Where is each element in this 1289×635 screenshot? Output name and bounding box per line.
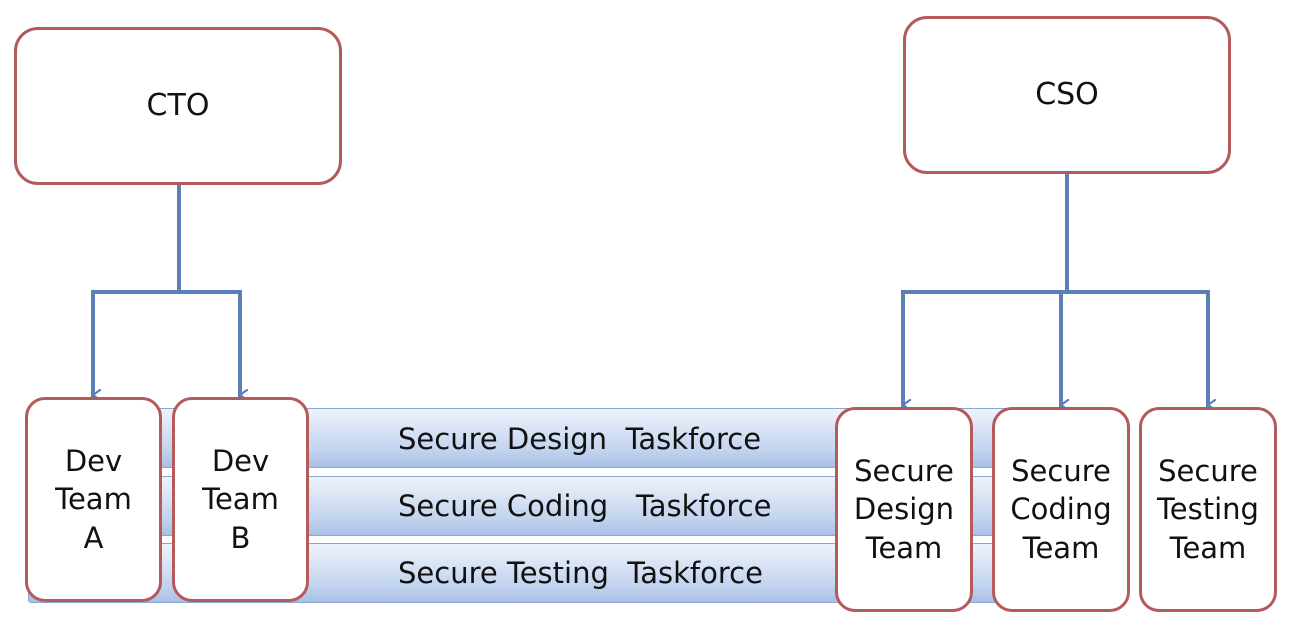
secure-design-team-box: Secure Design Team — [835, 407, 973, 612]
dev-team-a-label: Dev Team A — [55, 443, 132, 555]
dev-team-a-box: Dev Team A — [25, 397, 162, 602]
secure-testing-taskforce-label: Secure Testing Taskforce — [398, 556, 763, 590]
secure-testing-team-box: Secure Testing Team — [1139, 407, 1277, 612]
secure-design-taskforce-label: Secure Design Taskforce — [398, 422, 762, 456]
secure-coding-team-box: Secure Coding Team — [992, 407, 1130, 612]
cto-box: CTO — [14, 27, 342, 185]
secure-coding-team-label: Secure Coding Team — [1010, 453, 1112, 565]
dev-team-b-box: Dev Team B — [172, 397, 309, 602]
cto-label: CTO — [146, 88, 210, 124]
dev-team-b-label: Dev Team B — [202, 443, 279, 555]
secure-design-team-label: Secure Design Team — [853, 453, 955, 565]
cso-box: CSO — [903, 16, 1231, 174]
secure-testing-team-label: Secure Testing Team — [1157, 453, 1259, 565]
secure-coding-taskforce-label: Secure Coding Taskforce — [398, 489, 772, 523]
cso-label: CSO — [1035, 77, 1099, 113]
